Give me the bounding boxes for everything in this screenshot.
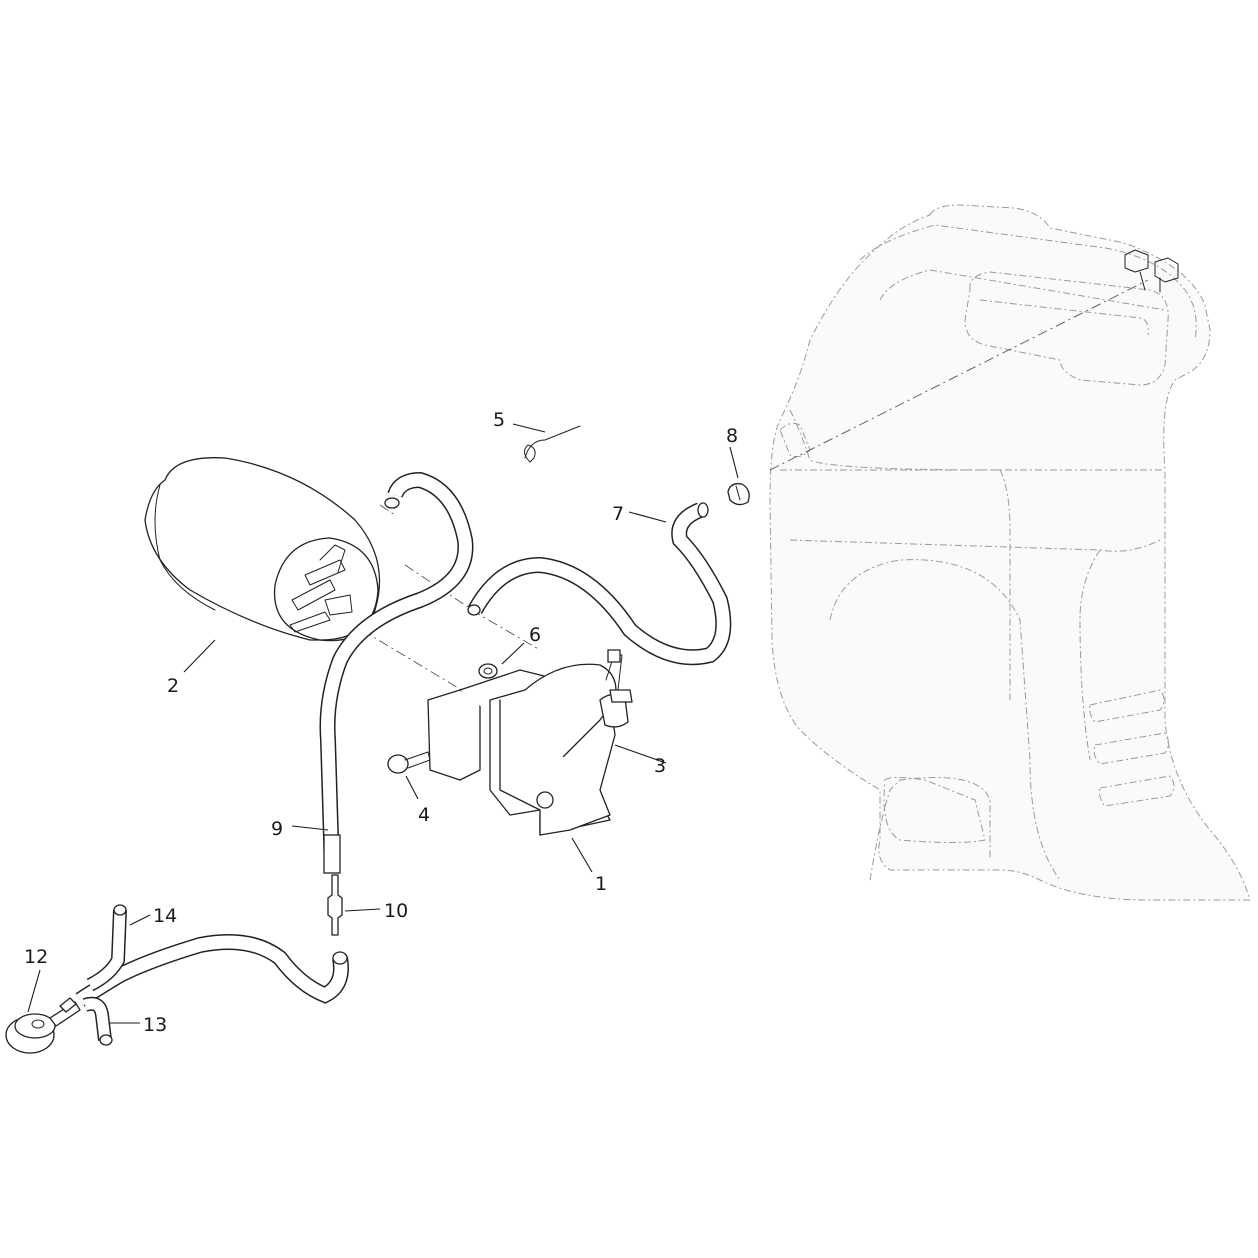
callout-6: 6 xyxy=(529,624,541,646)
mounting-bracket xyxy=(427,649,633,836)
callout-14: 14 xyxy=(153,905,177,927)
lower-hose xyxy=(75,933,349,1007)
callout-10: 10 xyxy=(384,900,408,922)
hose-9 xyxy=(319,471,474,874)
connector-fitting xyxy=(327,874,343,936)
callout-12: 12 xyxy=(24,946,48,968)
hose-13 xyxy=(82,996,113,1046)
callout-4: 4 xyxy=(418,804,430,826)
callout-9: 9 xyxy=(271,818,283,840)
fuel-tank-phantom xyxy=(769,204,1251,901)
hose-clamp xyxy=(727,483,750,506)
callout-2: 2 xyxy=(167,675,179,697)
hose-7 xyxy=(467,502,732,666)
callout-1: 1 xyxy=(595,873,607,895)
callout-8: 8 xyxy=(726,425,738,447)
callout-5: 5 xyxy=(493,409,505,431)
hose-14 xyxy=(86,904,127,992)
callout-3: 3 xyxy=(654,755,666,777)
callout-13: 13 xyxy=(143,1014,167,1036)
cable-tie xyxy=(524,425,581,463)
grommet xyxy=(478,663,498,679)
leader-lines xyxy=(27,423,739,1024)
callout-7: 7 xyxy=(612,503,624,525)
charcoal-canister xyxy=(144,457,381,642)
push-pin xyxy=(387,751,431,774)
purge-valve xyxy=(5,997,81,1054)
callout-labels: 2 1 3 4 5 6 7 8 9 10 12 13 14 xyxy=(24,409,738,1036)
